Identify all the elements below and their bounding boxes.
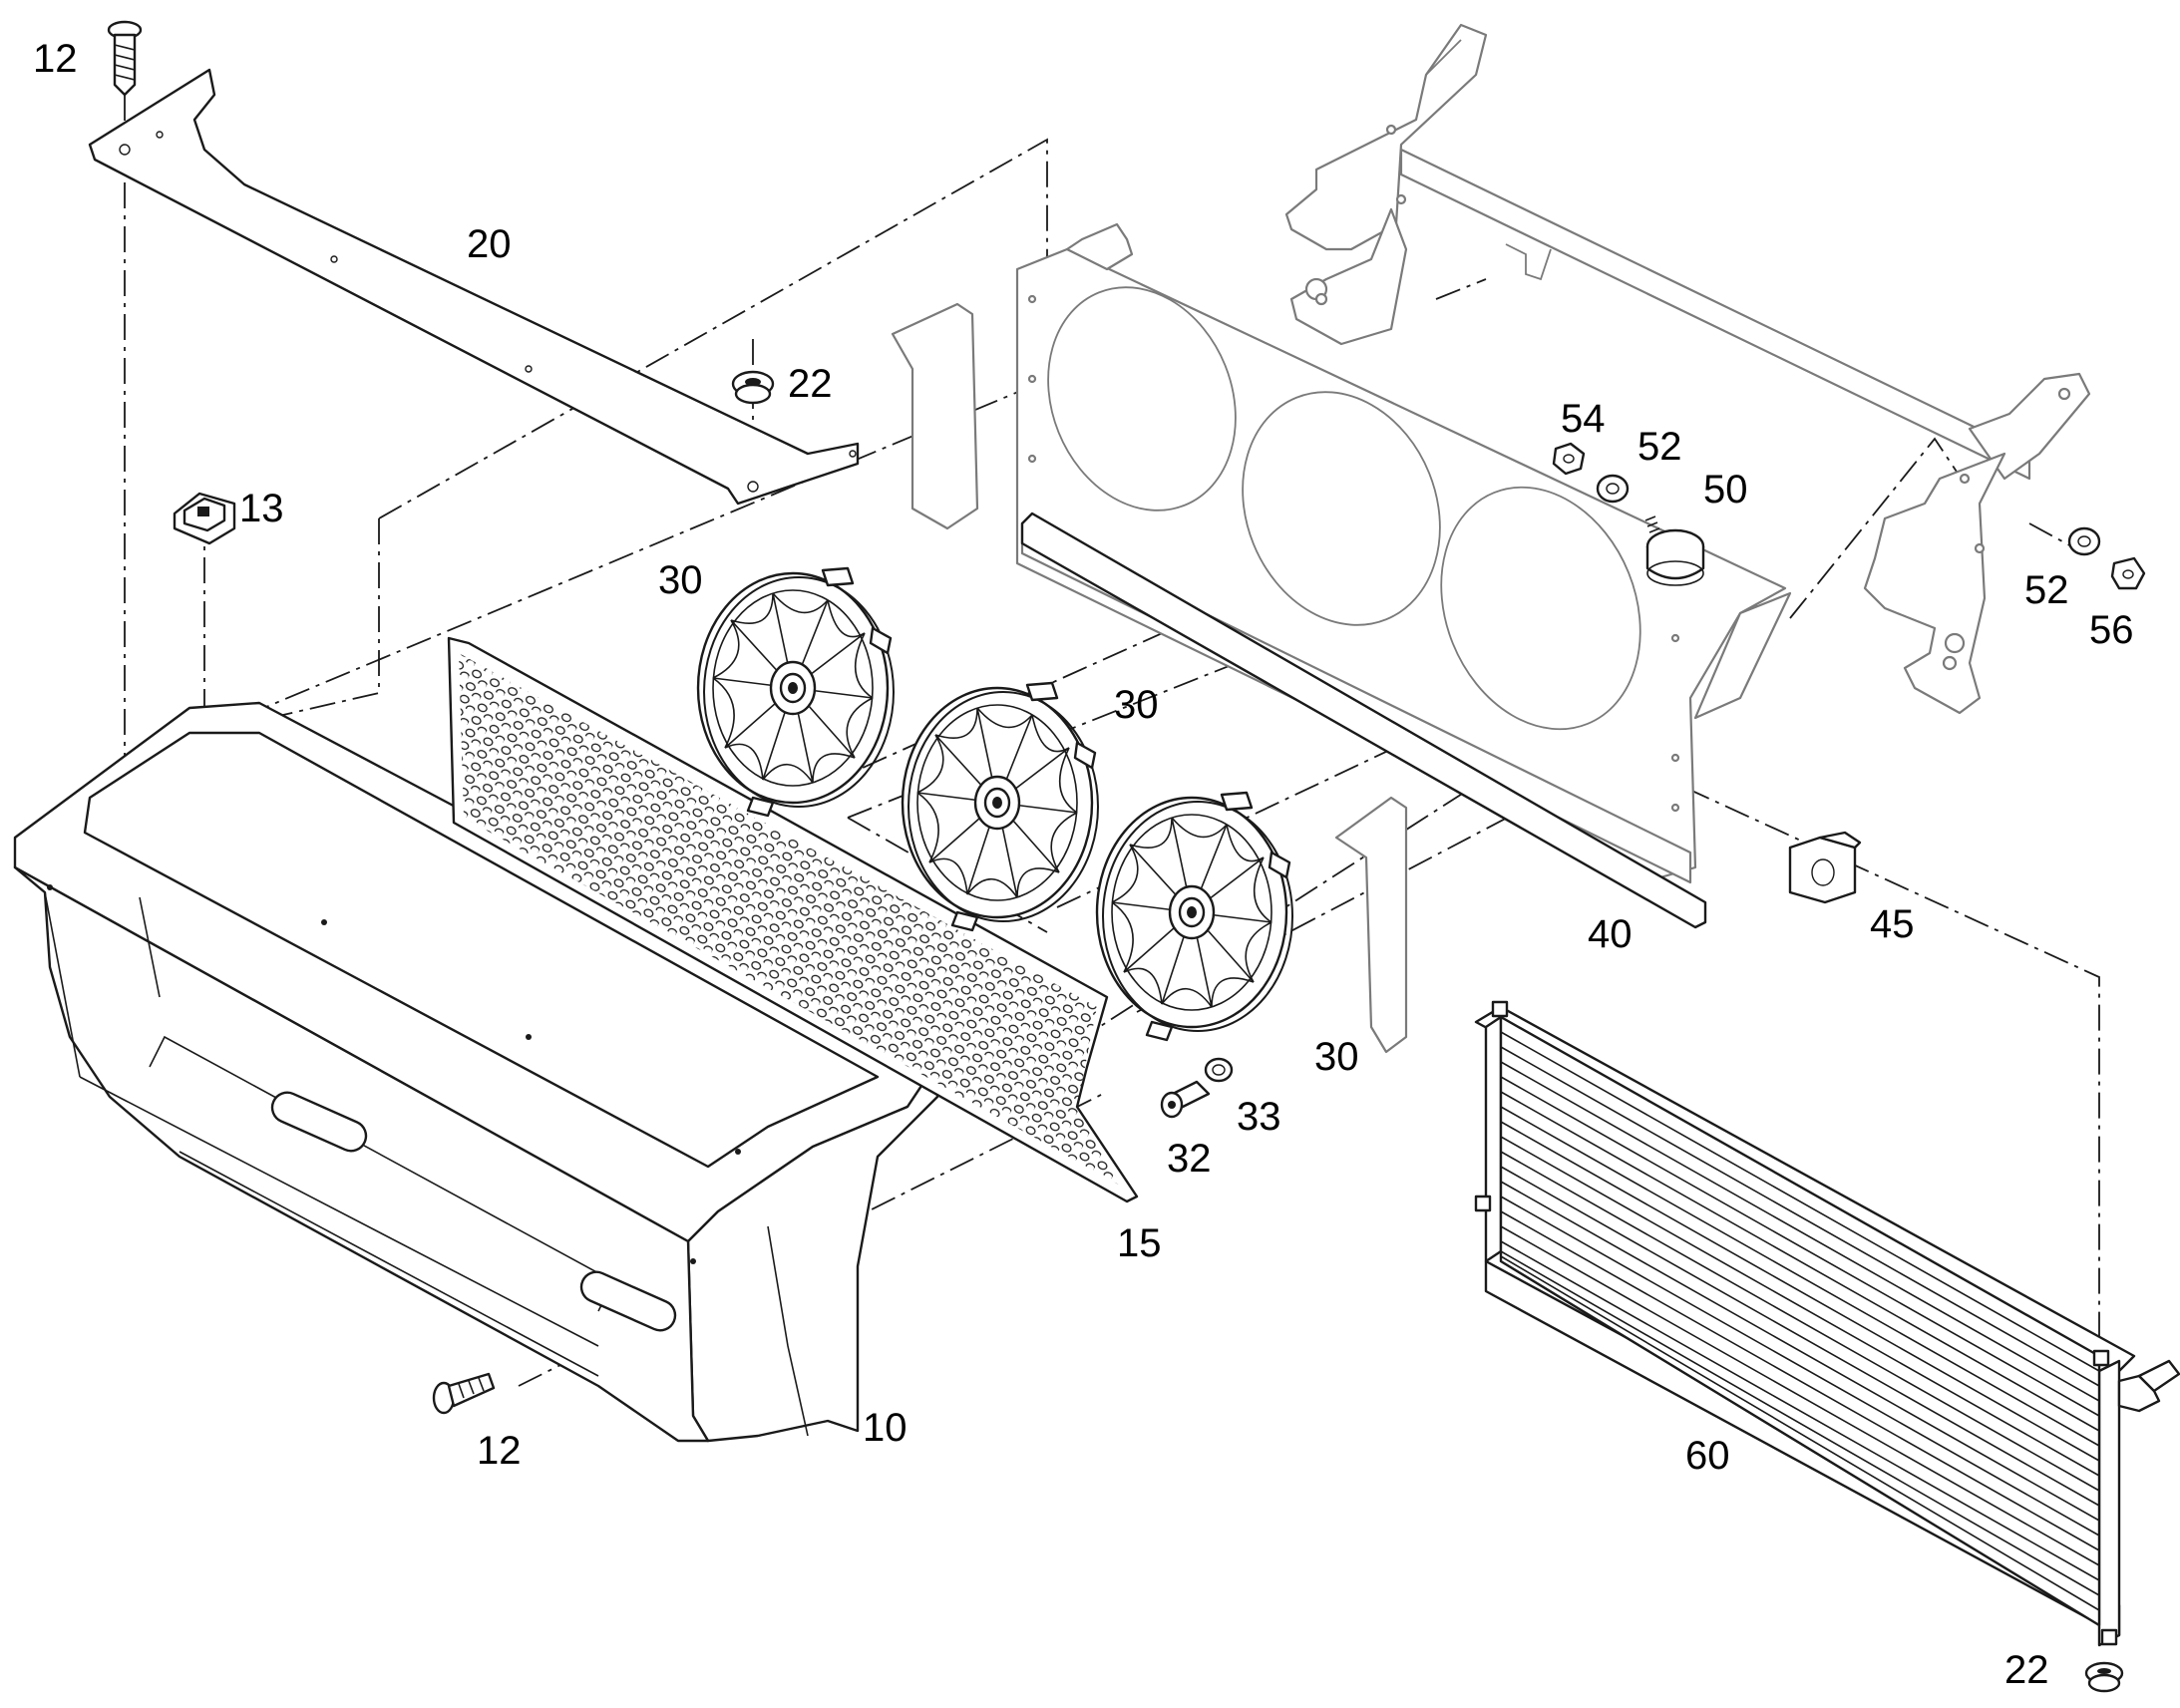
- top-plate: [88, 68, 860, 506]
- callout-22-top: 22: [788, 362, 833, 406]
- grommet-bottom: [2084, 1661, 2124, 1693]
- callout-32: 32: [1167, 1137, 1212, 1181]
- callout-56: 56: [2089, 608, 2134, 652]
- bolt-right: [2110, 556, 2146, 590]
- clip-nut: [173, 492, 236, 545]
- screw-top: [107, 20, 143, 97]
- washer: [1204, 1057, 1234, 1083]
- grommet-top: [731, 370, 775, 405]
- callout-30-fan1: 30: [658, 558, 703, 602]
- cross-bar: [1020, 512, 1707, 929]
- perforated-grille: [447, 636, 1139, 1203]
- callout-13: 13: [239, 487, 284, 530]
- callout-50: 50: [1703, 468, 1748, 512]
- callout-40: 40: [1588, 912, 1633, 956]
- callout-10: 10: [863, 1406, 908, 1450]
- fan-3: [1095, 791, 1294, 1042]
- callout-20: 20: [467, 222, 512, 266]
- bolt: [1160, 1080, 1211, 1119]
- callout-15: 15: [1117, 1221, 1162, 1265]
- fan-1: [696, 566, 896, 818]
- condenser: [1474, 1000, 2180, 1647]
- washer-right: [2067, 526, 2101, 556]
- callout-52-right: 52: [2024, 568, 2069, 612]
- callout-30-fan2: 30: [1114, 683, 1159, 727]
- screw-bottom: [432, 1372, 496, 1415]
- callout-33: 33: [1237, 1095, 1281, 1139]
- fan-2: [901, 681, 1100, 932]
- callout-12-bottom: 12: [477, 1429, 522, 1473]
- nut: [1552, 442, 1586, 476]
- callout-22-bottom: 22: [2004, 1648, 2049, 1692]
- front-housing: [13, 701, 939, 1443]
- callout-60: 60: [1685, 1434, 1730, 1478]
- grommet-square: [1788, 831, 1862, 904]
- fan-shroud: [891, 222, 1792, 1054]
- callout-45: 45: [1870, 902, 1915, 946]
- callout-12-top: 12: [33, 37, 78, 81]
- callout-labels: 12 20 22 13 30 30 30 54 52 50 52 56 40 4…: [33, 37, 2134, 1692]
- callout-30-fan3: 30: [1314, 1035, 1359, 1079]
- rubber-mount: [1644, 515, 1705, 586]
- callout-52-upper: 52: [1637, 425, 1682, 469]
- callout-54: 54: [1561, 397, 1606, 441]
- rear-mounting-bracket: [1284, 23, 2091, 715]
- washer-upper: [1596, 474, 1630, 504]
